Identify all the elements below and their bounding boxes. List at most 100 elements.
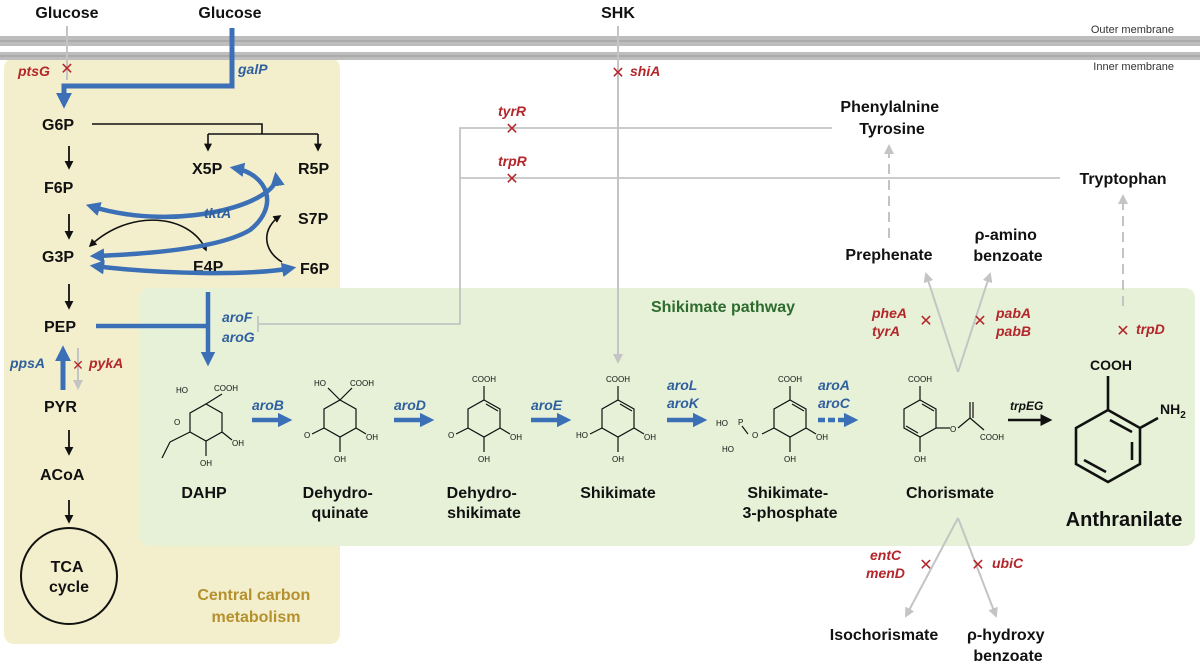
gene-galP: galP [237, 61, 268, 77]
knockout-ptsG: ✕ [60, 61, 73, 78]
structure-s3p [741, 386, 817, 452]
node-pab: ρ-amino benzoate [973, 227, 1042, 265]
glucose-left: Glucose [35, 5, 98, 22]
structure-dehydroshikimate [455, 386, 511, 452]
node-dehydroshikimate: Dehydro- shikimate [447, 485, 522, 522]
s3p-oh2: OH [816, 433, 828, 442]
node-pep: PEP [44, 319, 76, 336]
dhs-oh2: OH [510, 433, 522, 442]
gene-pykA: pykA [88, 355, 123, 371]
node-f6p: F6P [44, 180, 74, 197]
gene-entC: entC [870, 547, 902, 563]
knockout-ubiC: ✕ [971, 557, 984, 574]
shk-oh1: OH [612, 455, 624, 464]
node-dahp: DAHP [181, 485, 227, 502]
node-acoa: ACoA [40, 467, 85, 484]
glucose-right: Glucose [198, 5, 261, 22]
node-f6p-ppp: F6P [300, 261, 330, 278]
dq-cooh: COOH [350, 379, 374, 388]
node-chorismate: Chorismate [906, 485, 994, 502]
cho-o: O [950, 425, 956, 434]
s3p-oh1: OH [784, 455, 796, 464]
dq-oh2: OH [366, 433, 378, 442]
outer-membrane-label: Outer membrane [1091, 24, 1174, 36]
dahp-ho: HO [176, 386, 188, 395]
dq-oh1: OH [334, 455, 346, 464]
dq-ho: HO [314, 379, 326, 388]
knockout-entC: ✕ [919, 557, 932, 574]
node-dehydroquinate: Dehydro- quinate [303, 485, 378, 522]
anth-nh2: NH2 [1160, 401, 1186, 421]
knockout-trpD: ✕ [1116, 323, 1129, 340]
gene-aroL: aroL [667, 377, 697, 393]
cho-oh: OH [914, 455, 926, 464]
dq-o: O [304, 431, 310, 440]
cho-cooh2: COOH [980, 433, 1004, 442]
shk-oh2: OH [644, 433, 656, 442]
gene-trpR: trpR [498, 153, 528, 169]
gene-trpEG: trpEG [1010, 399, 1043, 413]
knockout-shiA: ✕ [611, 65, 624, 82]
gene-aroA: aroA [818, 377, 850, 393]
galP-arrow [55, 28, 235, 109]
dahp-oh1: OH [232, 439, 244, 448]
node-r5p: R5P [298, 161, 329, 178]
gene-aroB: aroB [252, 397, 284, 413]
node-prephenate: Prephenate [845, 247, 932, 264]
knockout-trpR: ✕ [505, 171, 518, 188]
s3p-o: O [752, 431, 758, 440]
knockout-pheA: ✕ [919, 313, 932, 330]
central-title: Central carbon metabolism [197, 587, 314, 626]
s3p-p: P [738, 418, 743, 427]
structure-anthranilate [1074, 376, 1159, 484]
knockout-pabA: ✕ [973, 313, 986, 330]
s3p-cooh: COOH [778, 375, 802, 384]
node-x5p: X5P [192, 161, 223, 178]
node-s3p: Shikimate- 3-phosphate [742, 485, 837, 522]
node-g6p: G6P [42, 117, 74, 134]
shk-cooh: COOH [606, 375, 630, 384]
node-shk: SHK [601, 5, 635, 22]
knockout-tyrR: ✕ [505, 121, 518, 138]
shikimate-title: Shikimate pathway [651, 299, 795, 316]
gene-ptsG: ptsG [17, 63, 50, 79]
gene-pheA: pheA [871, 305, 907, 321]
cho-cooh1: COOH [908, 375, 932, 384]
gene-tyrR: tyrR [498, 103, 527, 119]
node-shikimate: Shikimate [580, 485, 656, 502]
gene-aroK: aroK [667, 395, 700, 411]
gene-tyrA: tyrA [872, 323, 900, 339]
product-phe-tyr: Phenylalnine Tyrosine [840, 99, 943, 138]
gene-shiA: shiA [630, 63, 660, 79]
node-s7p: S7P [298, 211, 329, 228]
shikimate-pathway-region [140, 288, 1195, 546]
anth-cooh: COOH [1090, 357, 1132, 373]
gene-pabA: pabA [995, 305, 1031, 321]
knockout-pykA: ✕ [72, 357, 84, 373]
shk-ho: HO [576, 431, 588, 440]
dahp-cooh: COOH [214, 384, 238, 393]
structure-dahp [161, 393, 233, 459]
structure-chorismate [903, 386, 985, 452]
dahp-oh2: OH [200, 459, 212, 468]
inner-membrane-label: Inner membrane [1093, 61, 1174, 73]
tca-label: TCA cycle [49, 559, 89, 596]
gene-aroG: aroG [222, 329, 255, 345]
structure-shikimate [589, 386, 645, 452]
gene-trpD: trpD [1136, 321, 1165, 337]
gene-aroF: aroF [222, 309, 253, 325]
tca-cycle [20, 527, 118, 625]
node-anthranilate: Anthranilate [1066, 509, 1183, 531]
node-g3p: G3P [42, 249, 74, 266]
dahp-o: O [174, 418, 180, 427]
gene-tktA: tktA [204, 205, 231, 221]
gene-ppsA: ppsA [9, 355, 45, 371]
dhs-oh1: OH [478, 455, 490, 464]
gene-pabB: pabB [995, 323, 1031, 339]
dhs-cooh: COOH [472, 375, 496, 384]
gene-aroD: aroD [394, 397, 426, 413]
dhs-o: O [448, 431, 454, 440]
product-isochorismate: Isochorismate [830, 627, 939, 644]
